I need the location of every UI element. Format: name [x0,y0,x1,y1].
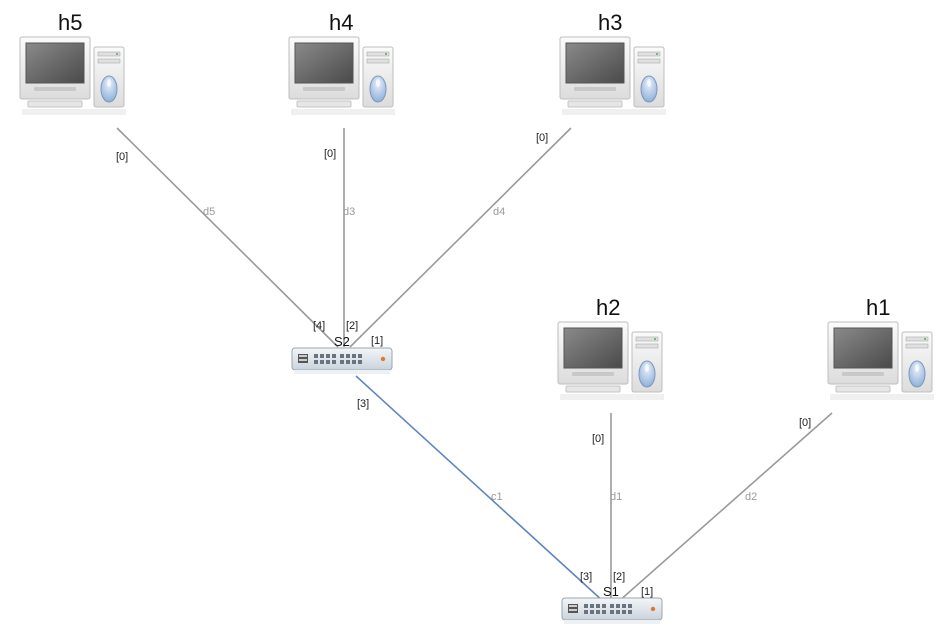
link-labels: d5 d3 d4 c1 d1 d2 [203,206,757,503]
link-c1[interactable] [355,375,605,603]
port-label-s2-2: [2] [346,320,358,332]
port-label-s1-2: [2] [613,571,625,583]
port-label-h5: [0] [116,151,128,163]
links-layer [116,127,833,603]
switch-label: S2 [334,334,350,349]
host-label: h2 [596,295,620,320]
host-label: h1 [866,295,890,320]
port-label-s2-1: [1] [371,335,383,347]
host-h3[interactable]: h3 [559,10,667,116]
port-label-s1-3: [3] [580,571,592,583]
link-d4[interactable] [349,127,572,348]
port-label-h2: [0] [592,433,604,445]
link-d2[interactable] [617,412,833,603]
host-h5[interactable]: h5 [19,10,127,116]
link-d5[interactable] [116,127,339,348]
port-labels: [0] [0] [0] [0] [0] [4] [2] [1] [3] [3] … [116,132,811,598]
port-label-s2-3: [3] [357,398,369,410]
host-label: h5 [58,10,82,35]
switch-s2[interactable]: S2 [291,334,393,375]
port-label-h4: [0] [324,148,336,160]
link-label-d1: d1 [610,491,622,503]
link-label-d3: d3 [343,206,355,218]
host-h4[interactable]: h4 [288,10,396,116]
host-h2[interactable]: h2 [557,295,665,401]
port-label-h1: [0] [799,417,811,429]
link-label-d4: d4 [493,206,505,218]
switch-s1[interactable]: S1 [561,584,663,625]
link-label-d5: d5 [203,206,215,218]
port-label-s1-1: [1] [641,586,653,598]
port-label-h3: [0] [536,132,548,144]
host-label: h3 [598,10,622,35]
host-h1[interactable]: h1 [827,295,935,401]
switch-label: S1 [603,584,619,599]
link-label-d2: d2 [745,491,757,503]
link-label-c1: c1 [491,491,503,503]
host-label: h4 [329,10,353,35]
port-label-s2-4: [4] [313,320,325,332]
